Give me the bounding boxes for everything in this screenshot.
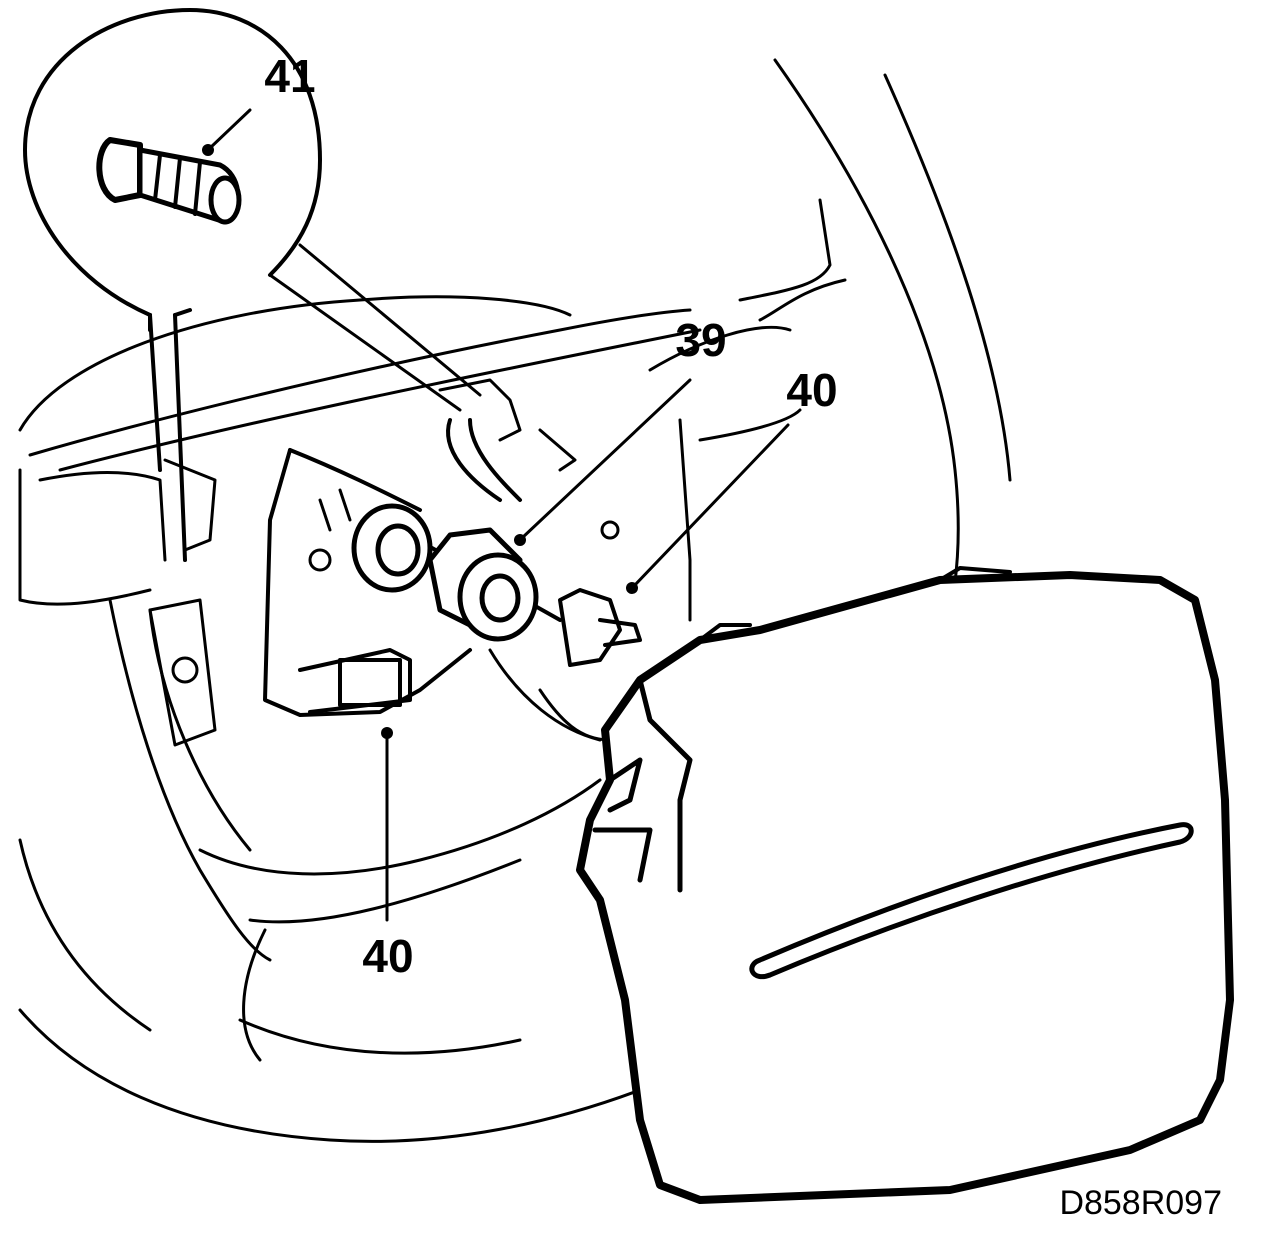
steering-hub	[18, 198, 847, 1062]
callout-labels: 41 39 40 40 D858R097	[264, 50, 1222, 1222]
label-39: 39	[675, 314, 726, 366]
bolt-41-icon	[96, 137, 242, 225]
nut-and-washers	[351, 503, 539, 642]
figure-code: D858R097	[1059, 1184, 1222, 1222]
detail-magnifier	[23, 8, 322, 332]
leader-lines	[381, 378, 790, 922]
label-40-bottom: 40	[362, 930, 413, 982]
airbag-module	[576, 566, 1234, 1204]
hub-bracket	[263, 378, 642, 742]
label-41: 41	[264, 50, 315, 102]
label-40-right: 40	[786, 364, 837, 416]
